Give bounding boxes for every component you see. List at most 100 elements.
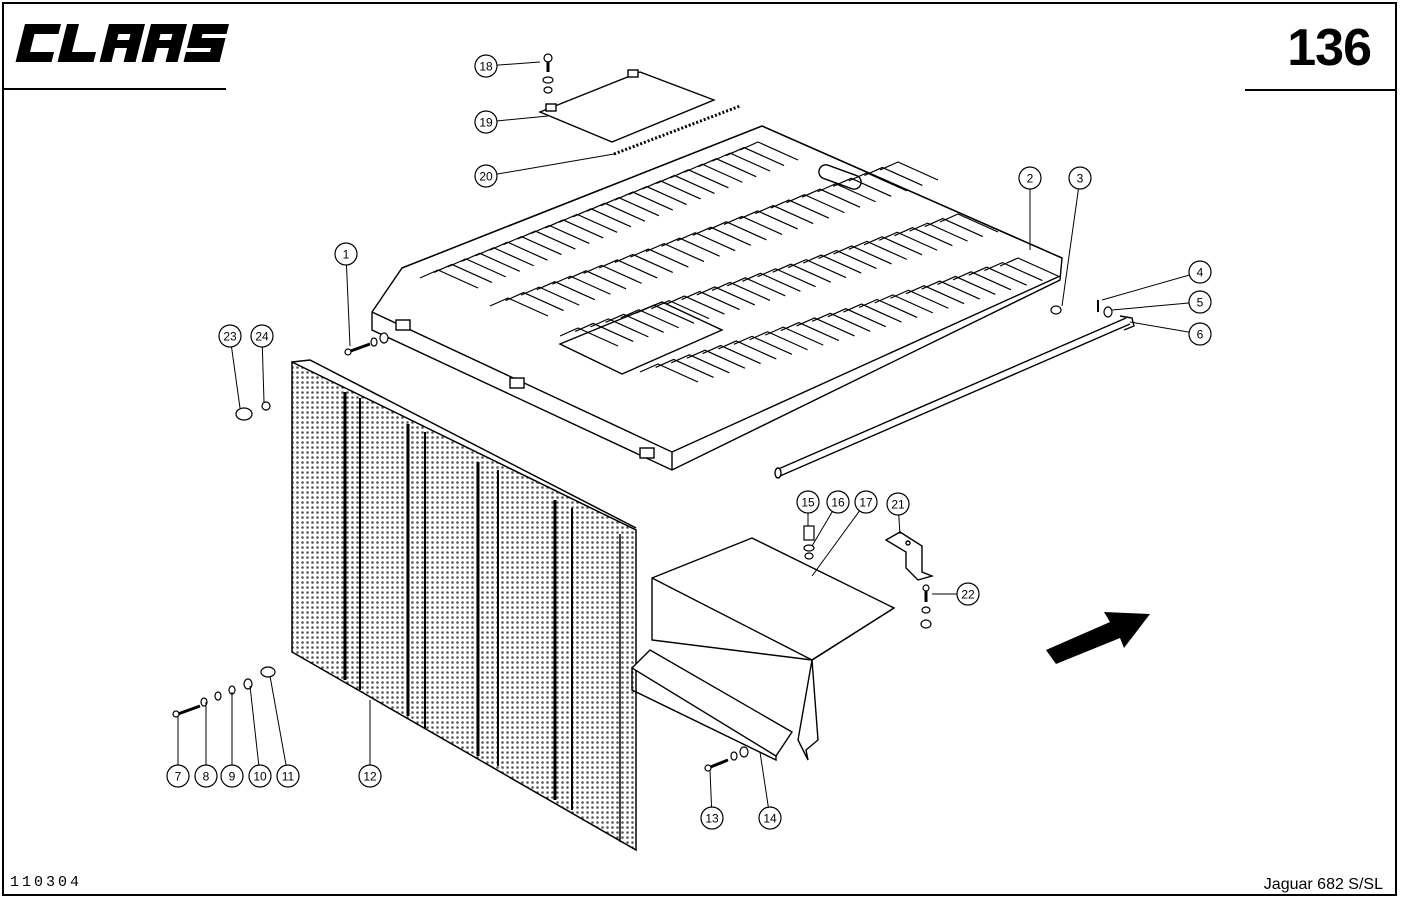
callout-number-13: 13	[705, 812, 719, 826]
claas-logo	[15, 24, 230, 62]
callout-bubble-7	[166, 764, 190, 788]
louvre-slat	[723, 215, 783, 235]
callout-leader-11	[269, 675, 289, 777]
callout-bubble-19	[474, 110, 498, 134]
callout-number-4: 4	[1197, 266, 1204, 280]
callout-number-18: 18	[479, 60, 493, 74]
callout-number-6: 6	[1197, 328, 1204, 342]
callout-bubble-4	[1188, 260, 1212, 284]
louvre-slat	[937, 275, 996, 295]
louvre-slat	[559, 327, 619, 347]
callout-number-12: 12	[363, 770, 377, 784]
louvre-slat	[718, 340, 777, 360]
callout-bubble-2	[1018, 166, 1042, 190]
callout-bubble-24	[250, 324, 274, 348]
model-name: Jaguar 682 S/SL	[1263, 876, 1383, 893]
direction-arrow	[1046, 612, 1150, 664]
louvre-slat	[780, 321, 840, 342]
callout-number-21: 21	[891, 498, 905, 512]
callout-number-15: 15	[801, 496, 815, 510]
callout-number-3: 3	[1077, 172, 1084, 186]
louvre-slat	[676, 232, 736, 252]
callout-bubble-14	[758, 806, 782, 830]
callout-leader-1	[345, 253, 351, 347]
louvre-slat	[661, 237, 720, 257]
callout-leader-6	[1129, 321, 1201, 335]
callout-number-9: 9	[229, 770, 236, 784]
support-rod	[774, 315, 1135, 479]
louvre-slat	[635, 304, 695, 324]
louvre-slat	[645, 242, 705, 263]
louvre-slat	[858, 298, 918, 319]
callout-number-7: 7	[175, 770, 182, 784]
callout-bubble-21	[886, 492, 910, 516]
louvre-slat	[733, 335, 793, 355]
page-number: 136	[1287, 19, 1372, 77]
seal-strip	[613, 104, 741, 156]
louvre-slat	[655, 358, 714, 378]
louvre-slat	[702, 344, 761, 365]
callout-leader-3	[1061, 177, 1081, 307]
callout-bubble-16	[826, 490, 850, 514]
louvre-slat	[833, 245, 892, 265]
louvre-slat	[692, 226, 752, 246]
louvre-slat	[848, 240, 908, 260]
callout-leader-5	[1111, 301, 1201, 311]
bottom-strip	[630, 649, 793, 762]
callout-number-23: 23	[223, 330, 237, 344]
louvre-slat	[681, 290, 740, 311]
callout-bubble-22	[956, 582, 980, 606]
louvre-slat	[505, 291, 564, 312]
louvre-slat	[671, 354, 730, 374]
louvre-slat	[878, 231, 938, 251]
louvre-slat	[863, 236, 923, 256]
louvre-slat	[614, 253, 674, 274]
louvre-slat	[843, 303, 902, 323]
callout-bubble-8	[194, 764, 218, 788]
louvre-slat	[827, 308, 887, 328]
louvre-slat	[489, 297, 549, 317]
callout-number-24: 24	[255, 330, 269, 344]
drawing-reference: 110304	[10, 874, 83, 891]
louvre-slat	[666, 295, 725, 315]
callout-bubble-11	[276, 764, 300, 788]
louvre-slat	[739, 141, 799, 161]
louvre-slat	[801, 188, 861, 208]
callout-bubble-12	[358, 764, 382, 788]
louvre-slat	[802, 254, 862, 274]
louvre-slat	[650, 299, 710, 320]
louvre-slat	[787, 258, 847, 279]
louvre-slat	[757, 268, 816, 288]
side-deflector-plate	[651, 537, 896, 761]
callout-leader-23	[229, 335, 241, 409]
louvre-slat	[832, 177, 892, 197]
callout-leader-10	[249, 685, 261, 777]
louvre-slat	[879, 161, 939, 181]
louvre-slat	[754, 204, 814, 225]
louvre-slat	[520, 286, 580, 306]
callout-bubble-17	[854, 490, 878, 514]
callout-bubble-5	[1188, 290, 1212, 314]
bracket	[884, 531, 935, 581]
callout-number-20: 20	[479, 170, 493, 184]
louvre-slat	[696, 286, 756, 306]
callout-number-22: 22	[961, 588, 975, 602]
louvre-slat	[984, 261, 1043, 282]
louvre-slat	[639, 363, 699, 383]
louvre-slat	[796, 317, 855, 337]
header-rule-left	[2, 88, 226, 90]
header-rule-right	[1245, 89, 1397, 91]
louvre-slat	[874, 294, 934, 314]
louvre-slat	[590, 318, 649, 338]
callout-number-14: 14	[763, 812, 777, 826]
louvre-slat	[968, 266, 1027, 286]
louvre-slat	[711, 281, 771, 301]
louvre-slat	[817, 183, 876, 203]
louvre-slat	[905, 284, 965, 305]
louvre-slat	[552, 275, 611, 295]
callout-number-11: 11	[282, 770, 295, 784]
louvre-slat	[726, 277, 786, 297]
callout-leader-4	[1101, 271, 1201, 301]
